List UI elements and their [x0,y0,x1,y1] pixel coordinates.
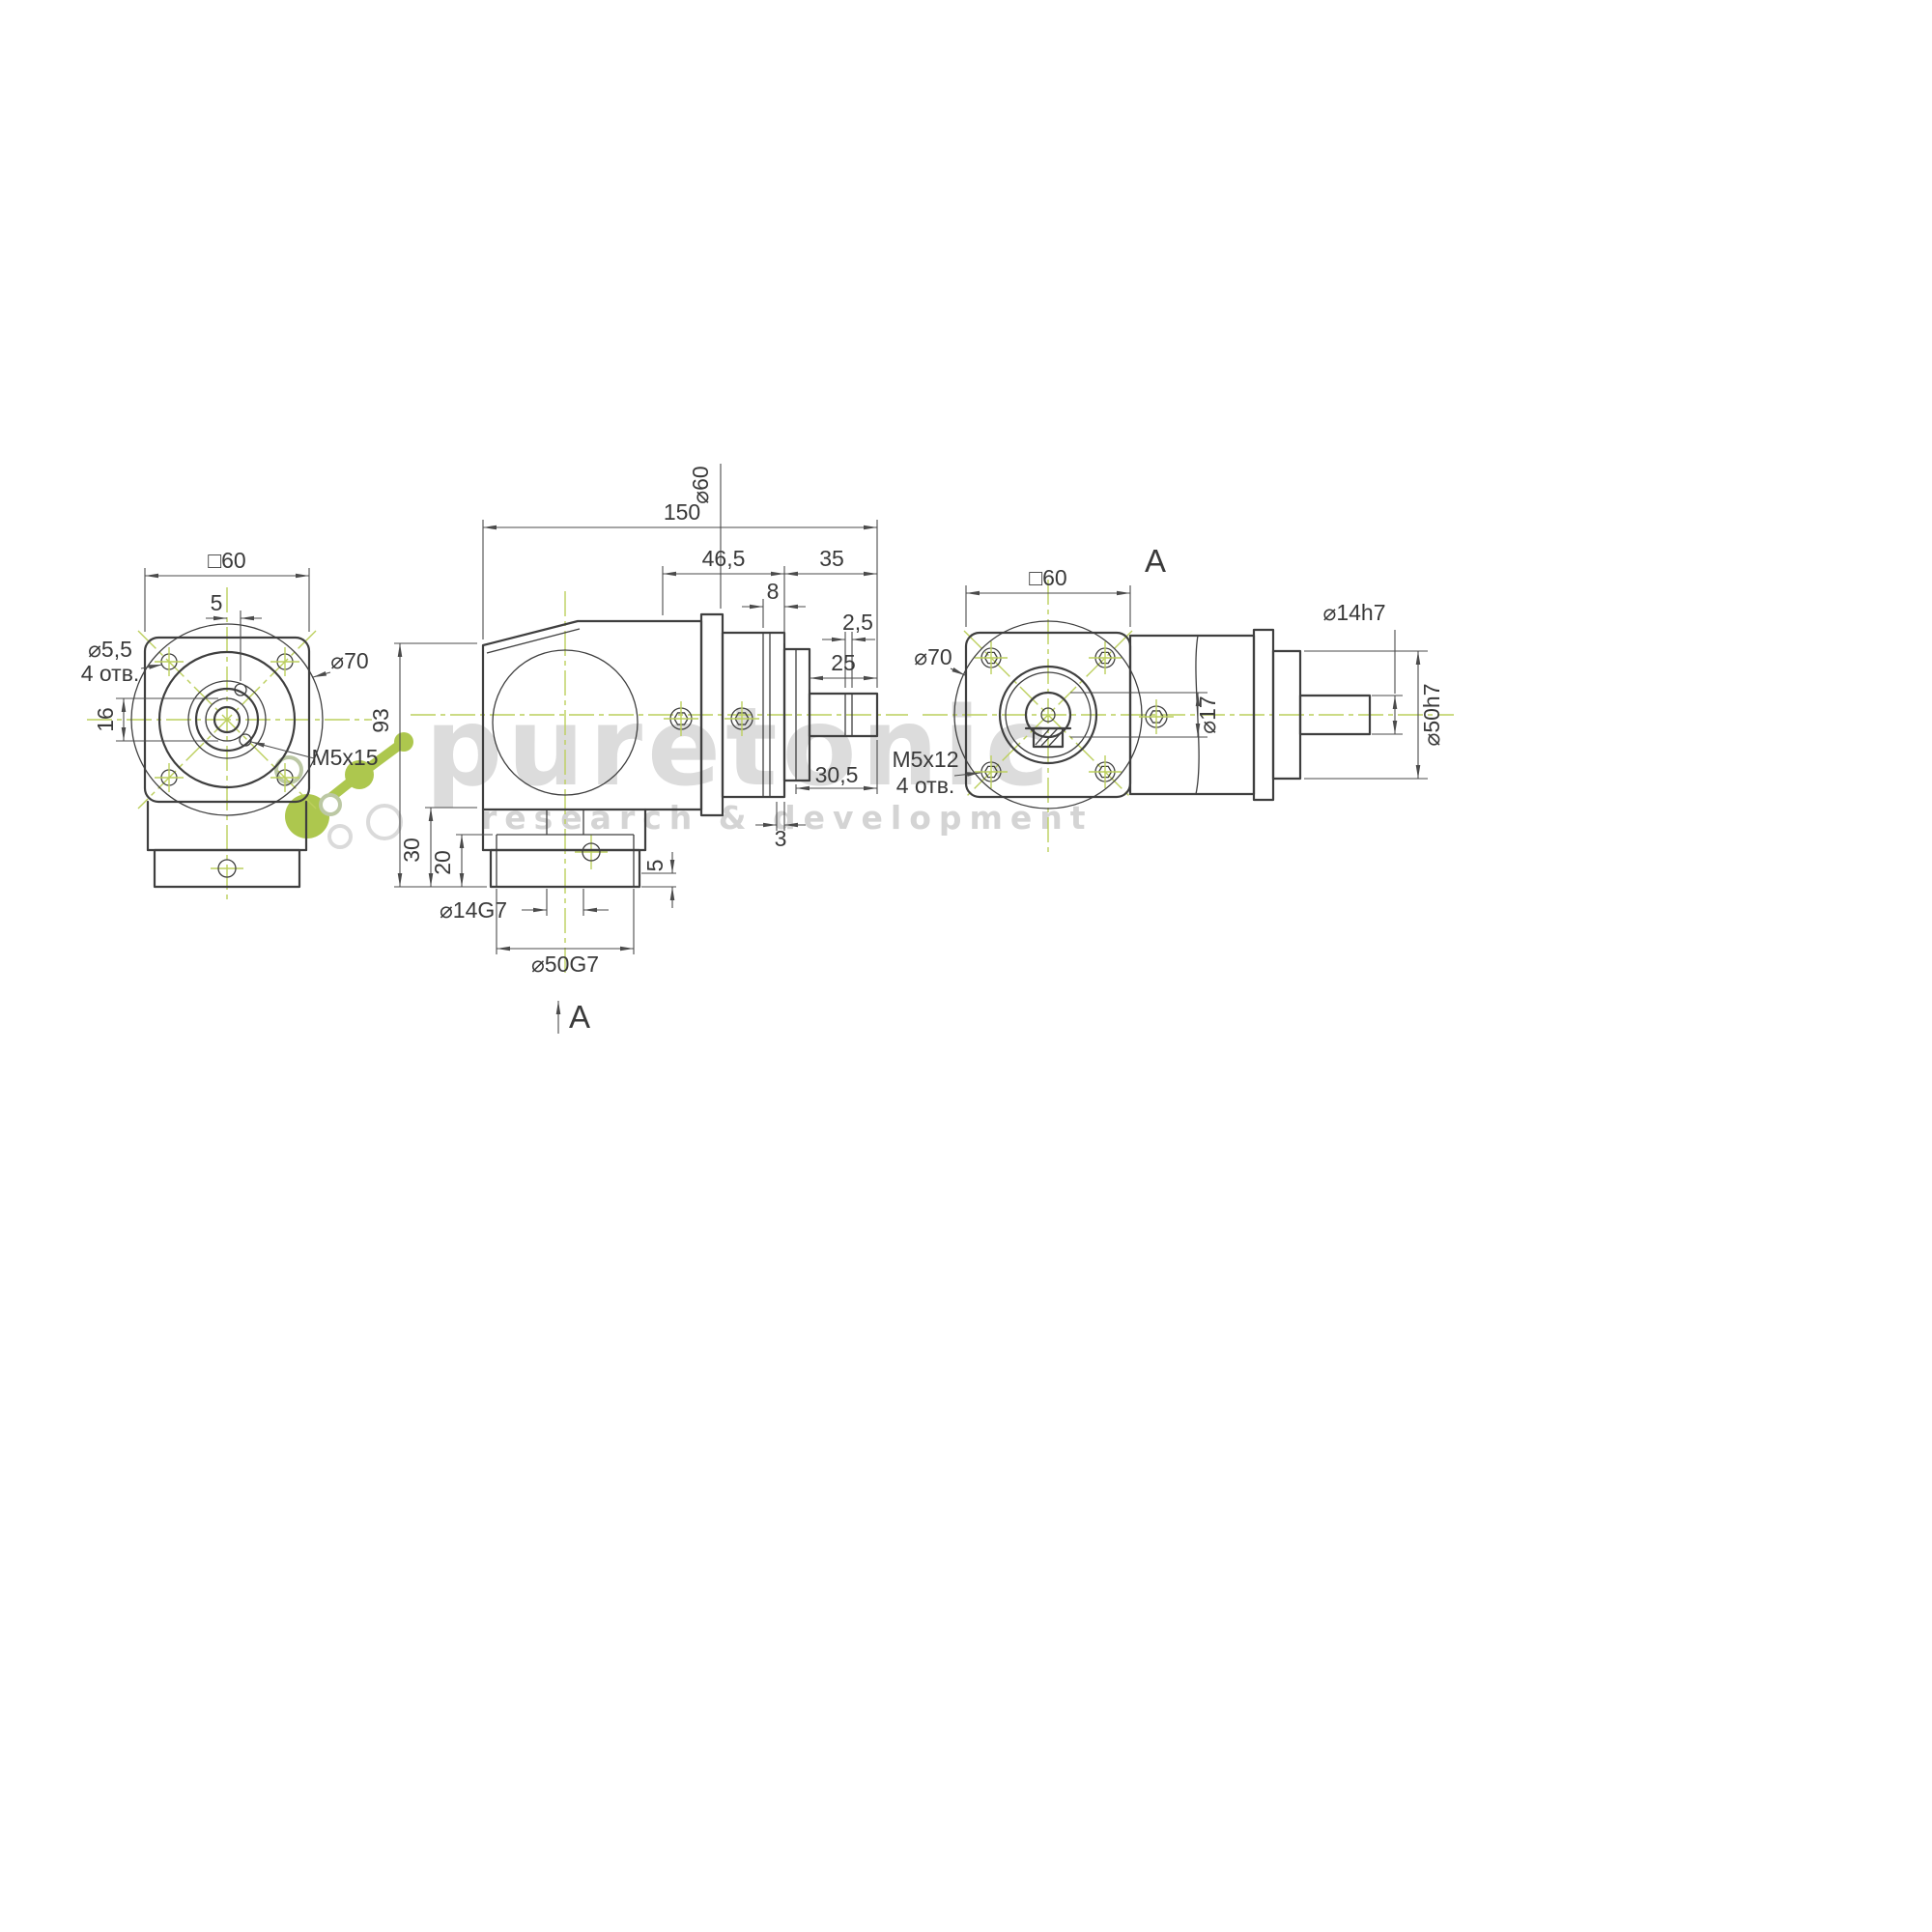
molecule-ring [327,824,353,849]
dim-label-8: 8 [767,579,780,604]
dim-label-shaft-14h7: ⌀14h7 [1322,600,1385,625]
dim-label-pilot-50g7: ⌀50G7 [531,952,599,977]
dim-label-150: 150 [664,499,700,525]
view-a-outline [953,620,1372,810]
dim-label-3: 3 [775,826,787,851]
front-view-outline [130,623,324,889]
internal-gear-circle [492,649,639,796]
section-label-a: A [569,999,590,1035]
foot-side-hole [582,842,601,862]
front-view-centerlines [87,587,372,903]
tapped-hole [239,733,252,747]
dim-label-boss-dia-a: ⌀70 [914,644,952,669]
dim-label-25: 25 [831,650,856,675]
dim-label-93: 93 [368,708,393,733]
dim-label-20: 20 [430,850,455,875]
assembly-screw [1138,698,1175,735]
dim-label-boss-dia: ⌀70 [330,648,368,673]
dim-label-hole-count-a: 4 отв. [896,773,955,798]
molecule-dot [345,760,374,789]
gearbox-housing [481,619,703,811]
front-view-dimensions: □60 5 ⌀5,5 4 отв. ⌀70 16 M5x15 [81,548,379,770]
molecule-ring [319,793,342,816]
watermark-brand: puretonic [425,685,1054,810]
dim-label-dia60: ⌀60 [688,466,713,503]
tapped-hole [234,683,247,696]
dim-label-2-5: 2,5 [842,610,873,635]
front-flange-square [143,636,311,804]
molecule-dot [394,732,413,752]
watermark-subtitle: research & development [481,799,1094,837]
input-flange-base [489,848,641,889]
view-a-dimensions: □60 ⌀70 M5x12 4 отв. ⌀17 ⌀14h7 ⌀50h7 [892,565,1444,798]
dim-label-30-5: 30,5 [815,762,859,787]
dim-label-16: 16 [93,707,118,732]
side-view-dimensions: 150 ⌀60 46,5 35 8 2,5 25 30,5 [368,464,878,1035]
dim-label-dia17: ⌀17 [1195,696,1220,733]
dim-label-35: 35 [819,546,844,571]
watermark: puretonic research & development [274,684,1094,849]
boss-circle-70-a [953,620,1143,810]
dim-label-5: 5 [642,860,668,872]
front-foot-base [153,848,301,889]
dim-label-bore-14g7: ⌀14G7 [440,897,507,923]
dim-label-pilot-50h7: ⌀50h7 [1419,683,1444,746]
dim-label-thread-m5x12: M5x12 [892,747,958,772]
boss-circle-70 [130,623,324,816]
dim-label-square60: □60 [208,548,245,573]
view-a: A [892,543,1454,855]
dim-label-square60-a: □60 [1029,565,1066,590]
dim-label-hole-dia: ⌀5,5 [88,637,132,662]
front-view: □60 5 ⌀5,5 4 отв. ⌀70 16 M5x15 [81,548,379,903]
side-view: 150 ⌀60 46,5 35 8 2,5 25 30,5 [368,464,908,1035]
molecule-ring [366,804,403,840]
dim-label-offset5: 5 [211,590,223,615]
foot-hole [217,859,237,878]
output-shaft-a [1298,694,1372,736]
view-a-title: A [1145,543,1166,579]
keyway [1032,726,1065,749]
side-view-outline [481,612,879,889]
dim-label-30: 30 [399,838,424,863]
dim-label-hole-count: 4 отв. [81,661,140,686]
dim-label-46-5: 46,5 [702,546,746,571]
output-shaft [808,692,879,738]
molecule-ring [274,755,303,784]
dim-label-thread-m5x15: M5x15 [311,745,378,770]
shaft-bore [1024,691,1072,739]
